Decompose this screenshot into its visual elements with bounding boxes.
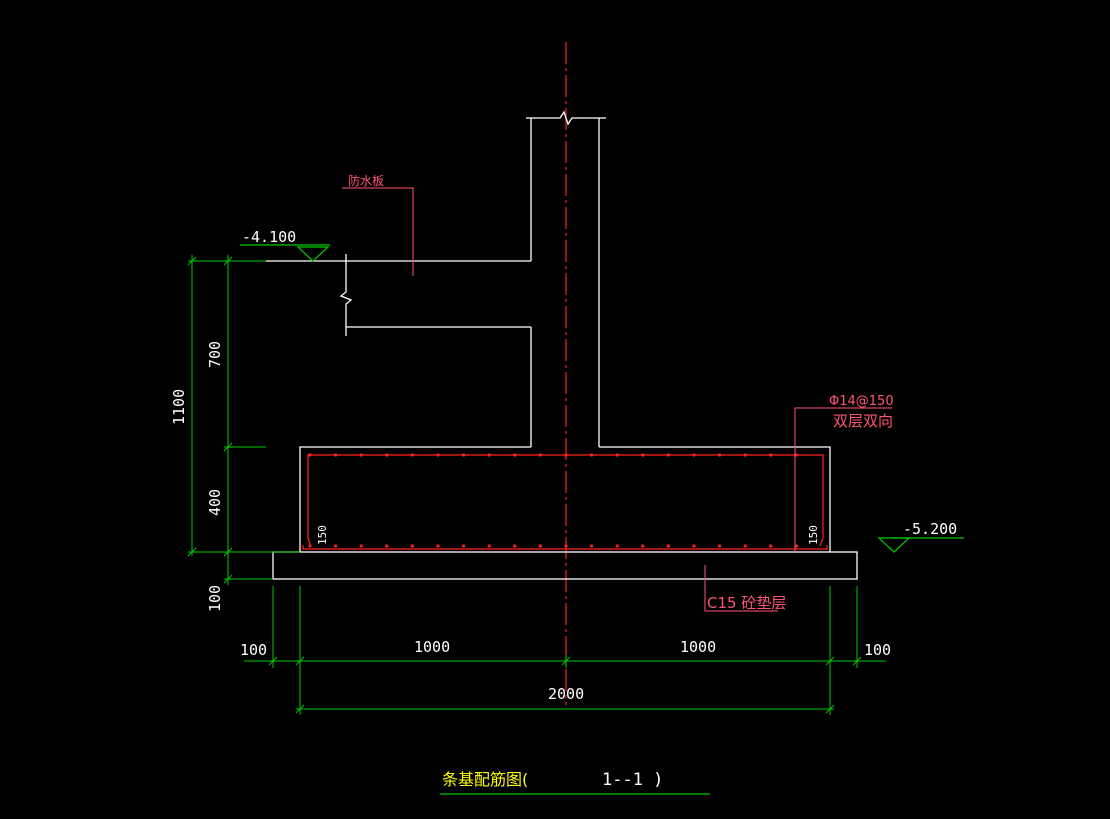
rebar-dot-top	[564, 453, 568, 457]
rebar-dot-top	[692, 453, 696, 457]
dim-lower-height: 400	[206, 489, 224, 516]
cushion-label: C15 砼垫层	[707, 594, 786, 612]
vertical-dimensions	[187, 255, 300, 585]
rebar-dot-bottom	[590, 544, 594, 548]
rebar-dot-top	[308, 453, 312, 457]
rebar-dot-top	[359, 453, 363, 457]
rebar-dot-top	[769, 453, 773, 457]
rebar-dot-bottom	[794, 544, 799, 548]
rebar-cage	[302, 454, 828, 550]
horizontal-dimensions	[244, 586, 886, 715]
dim-right-offset: 100	[864, 641, 891, 659]
concrete-outline	[266, 110, 858, 580]
rebar-dot-top	[718, 453, 722, 457]
dim-right-half: 1000	[680, 638, 716, 656]
rebar-dot-bottom	[487, 544, 491, 548]
rebar-dot-top	[743, 453, 747, 457]
rebar-dot-top	[590, 453, 594, 457]
rebar-dots	[308, 453, 799, 548]
cover-right-label: 150	[807, 525, 820, 545]
rebar-dot-top	[794, 453, 799, 457]
rebar-dot-top	[487, 453, 491, 457]
rebar-dot-top	[666, 453, 671, 457]
drawing-title-number: 1--1 )	[602, 770, 663, 790]
rebar-dot-top	[641, 453, 645, 457]
dim-upper-height: 700	[206, 341, 224, 368]
rebar-dot-bottom	[692, 544, 696, 548]
waterproof-slab-callout: 防水板	[342, 173, 414, 276]
rebar-dot-bottom	[462, 544, 466, 548]
drawing-title: 条基配筋图( 1--1 )	[440, 770, 710, 795]
rebar-dot-bottom	[385, 544, 389, 548]
rebar-dot-top	[334, 453, 338, 457]
rebar-dot-top	[615, 453, 619, 457]
dim-left-offset: 100	[240, 641, 267, 659]
dim-cushion-height: 100	[206, 585, 224, 612]
waterproof-slab-label: 防水板	[348, 173, 384, 188]
rebar-dot-bottom	[615, 544, 619, 548]
rebar-dot-bottom	[538, 544, 543, 548]
elevation-marker-top: -4.100	[240, 228, 330, 262]
rebar-dot-bottom	[666, 544, 671, 548]
rebar-dot-bottom	[436, 544, 440, 548]
rebar-dot-bottom	[334, 544, 338, 548]
drawing-title-main: 条基配筋图(	[442, 770, 528, 789]
rebar-spec-label: Φ14@150	[829, 394, 894, 409]
cushion-callout: C15 砼垫层	[704, 565, 786, 612]
elevation-top-label: -4.100	[242, 228, 296, 246]
rebar-dot-top	[410, 453, 414, 457]
rebar-dot-bottom	[308, 544, 312, 548]
rebar-dot-bottom	[641, 544, 645, 548]
rebar-callout: Φ14@150 双层双向	[794, 394, 894, 552]
rebar-dot-bottom	[513, 544, 517, 548]
dim-total-height: 1100	[170, 389, 188, 425]
rebar-dot-top	[436, 453, 440, 457]
dim-total-width: 2000	[548, 685, 584, 703]
elevation-bottom-label: -5.200	[903, 520, 957, 538]
rebar-dot-bottom	[769, 544, 773, 548]
rebar-dot-bottom	[359, 544, 363, 548]
rebar-dot-bottom	[743, 544, 747, 548]
rebar-dot-bottom	[410, 544, 414, 548]
rebar-dot-bottom	[718, 544, 722, 548]
rebar-dot-bottom	[564, 544, 568, 548]
rebar-note-label: 双层双向	[833, 412, 893, 430]
elevation-marker-bottom: -5.200	[877, 520, 964, 553]
rebar-dot-top	[462, 453, 466, 457]
cover-left-label: 150	[316, 525, 329, 545]
rebar-dot-top	[385, 453, 389, 457]
rebar-dot-top	[538, 453, 543, 457]
dim-left-half: 1000	[414, 638, 450, 656]
rebar-dot-top	[513, 453, 517, 457]
